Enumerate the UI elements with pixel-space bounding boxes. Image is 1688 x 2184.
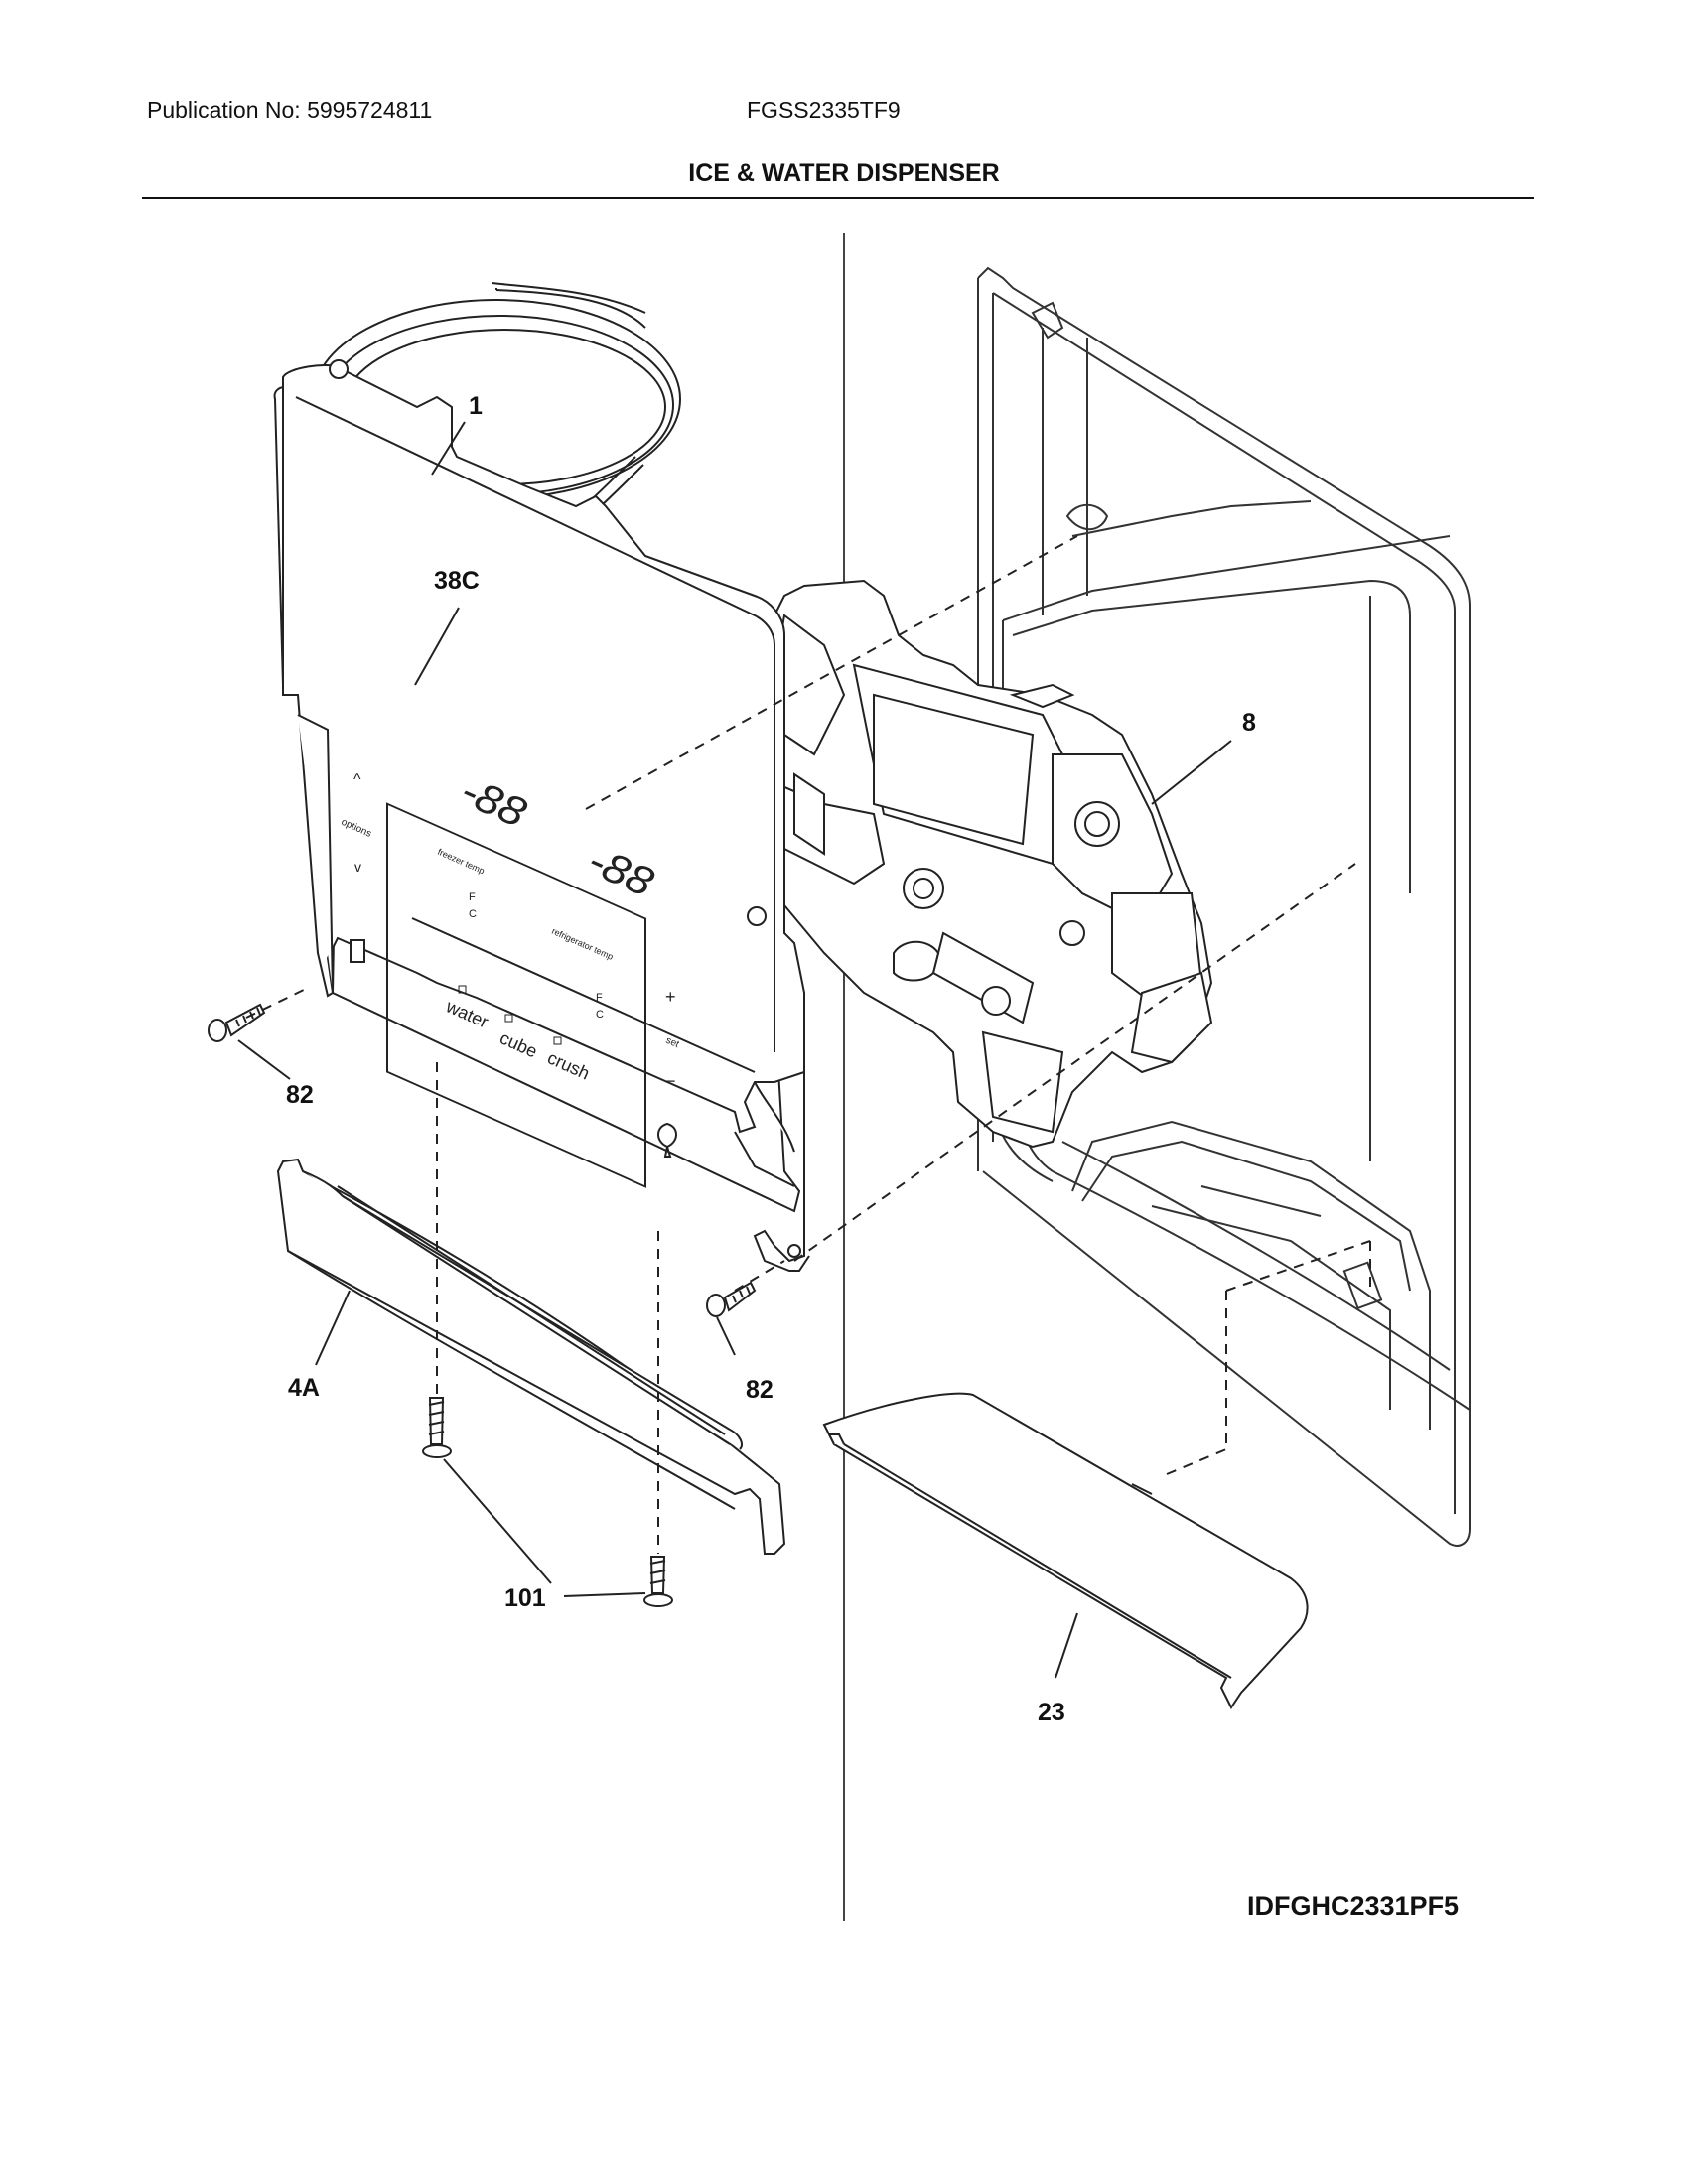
callout-82-left: 82 bbox=[286, 1081, 314, 1109]
title-rule bbox=[142, 197, 1534, 199]
assembly-guides bbox=[245, 535, 1371, 1554]
callout-4a: 4A bbox=[288, 1374, 320, 1402]
page-title: ICE & WATER DISPENSER bbox=[688, 159, 1000, 187]
panel-plus-label: + bbox=[665, 987, 676, 1007]
callout-1: 1 bbox=[469, 392, 483, 420]
callout-82-right: 82 bbox=[746, 1376, 774, 1404]
panel-minus-label: − bbox=[665, 1071, 676, 1091]
control-panel bbox=[273, 359, 810, 1272]
callout-8: 8 bbox=[1242, 709, 1256, 737]
screw-101-upper bbox=[422, 1397, 452, 1458]
light-bulb-icon bbox=[657, 1122, 677, 1158]
diagram-id: IDFGHC2331PF5 bbox=[1247, 1891, 1460, 1921]
callout-38c: 38C bbox=[434, 567, 480, 595]
drip-tray bbox=[822, 1392, 1309, 1709]
trim-bar bbox=[276, 1158, 786, 1555]
publication-number: Publication No: 5995724811 bbox=[147, 97, 433, 123]
panel-left-unit-c: C bbox=[469, 908, 477, 920]
crush-indicator bbox=[553, 1036, 562, 1045]
screw-101-lower bbox=[643, 1556, 673, 1607]
panel-left-unit-f: F bbox=[469, 891, 476, 903]
cube-indicator bbox=[504, 1014, 513, 1023]
screw-82-right bbox=[706, 1281, 757, 1317]
panel-down-arrow: v bbox=[354, 859, 361, 875]
callout-23: 23 bbox=[1038, 1699, 1065, 1726]
panel-right-unit-c: C bbox=[596, 1009, 604, 1021]
panel-set-label: set bbox=[664, 1035, 681, 1051]
model-number: FGSS2335TF9 bbox=[747, 97, 901, 123]
panel-right-unit-f: F bbox=[596, 992, 603, 1004]
screw-82-left bbox=[208, 1003, 266, 1042]
leader-lines bbox=[237, 421, 1232, 1679]
panel-up-arrow: ^ bbox=[353, 771, 361, 788]
callout-101: 101 bbox=[504, 1584, 546, 1612]
water-indicator bbox=[458, 985, 467, 994]
dispenser-housing-assembly bbox=[663, 579, 1213, 1149]
